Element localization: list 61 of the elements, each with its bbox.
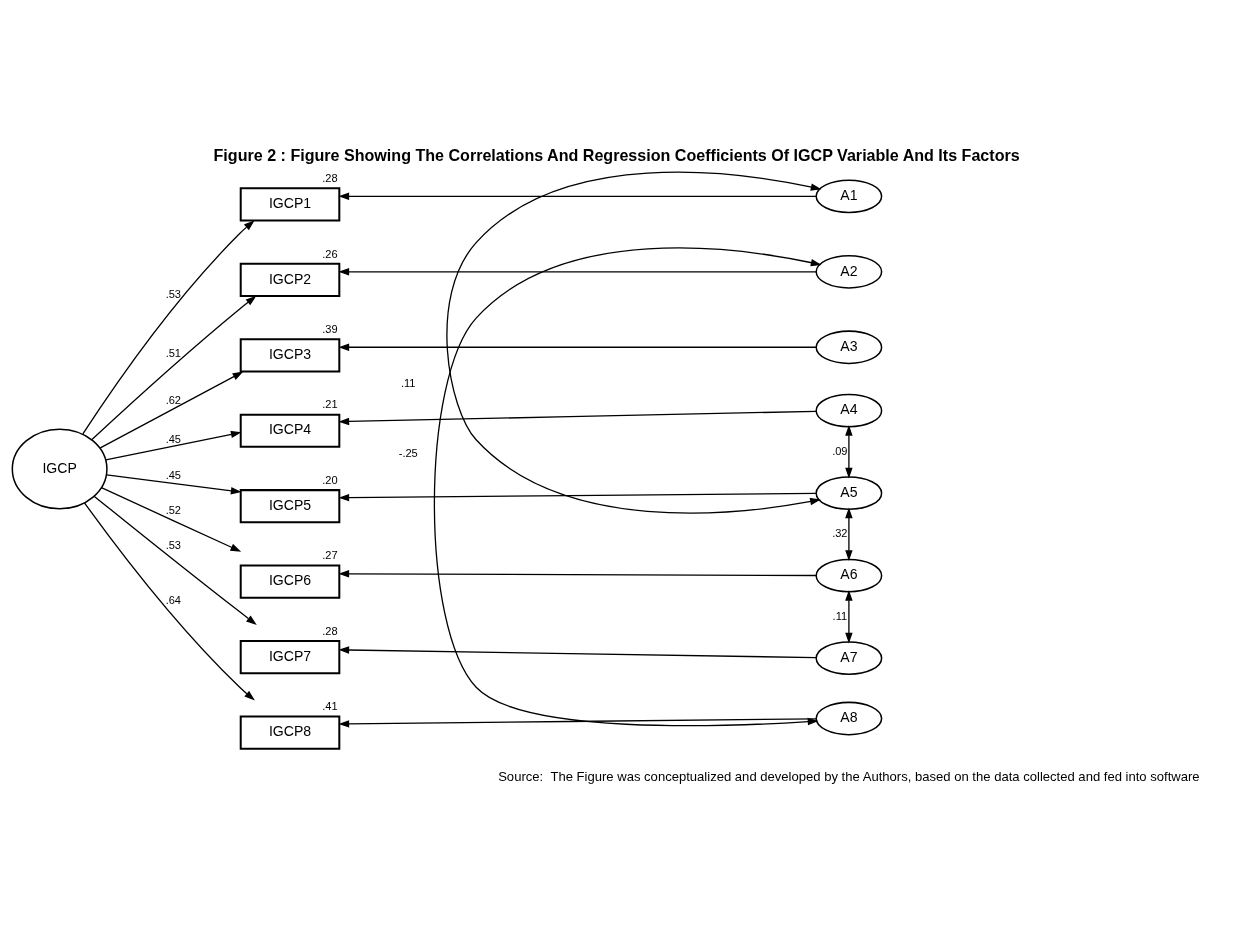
diagram-title: Figure 2 : Figure Showing The Correlations And Regression Coefficients Of IGCP Variable And Its Factors [213,145,1020,164]
arrow [100,486,242,552]
node-box: IGCP4 [239,413,341,448]
caption: Source: The Figure was conceptualized and developed by the Authors, based on the data collected and fed into software [498,768,1200,784]
node-ellipse: A4 [815,393,883,427]
edge-label: .45 [165,468,181,481]
edge-label: .11 [832,609,848,622]
node-box: IGCP6 [239,564,341,599]
edge-label: .32 [832,526,848,539]
edge-label: .52 [165,503,181,516]
node-ellipse: A5 [815,475,883,510]
node-box: IGCP1 [239,186,341,221]
arrow [105,473,242,494]
node-ellipse: A7 [815,640,883,675]
node-label: .21 [322,397,338,410]
arrow [446,171,822,514]
node-ellipse: A8 [815,701,883,735]
arrow [82,219,255,435]
edge-label: .09 [832,444,848,457]
node-label: .26 [322,247,338,260]
node-box: IGCP7 [239,639,341,674]
arrow [338,717,817,728]
arrow [433,246,822,726]
arrow [105,430,242,460]
node-box: IGCP2 [239,262,341,297]
arrow [99,371,244,449]
arrow [338,267,817,276]
node-label: .39 [322,322,338,335]
arrow [845,507,853,561]
arrow [91,295,257,440]
edge-label: .64 [165,593,181,606]
arrow [83,501,255,701]
arrow [845,424,853,478]
node-box: IGCP8 [239,715,341,750]
edge-label: -.25 [398,446,418,459]
node-label: .28 [322,171,338,184]
node-ellipse: A6 [815,558,883,593]
edge-label: .51 [165,346,181,359]
node-ellipse: A1 [815,178,883,213]
node-box: IGCP3 [239,337,341,372]
arrow [338,645,817,658]
arrow [338,492,817,501]
node-label: .20 [322,473,338,486]
edge-label: .62 [165,393,181,406]
arrow [338,569,817,578]
edge-label: .45 [165,432,181,445]
arrow [845,589,853,643]
node-label: .28 [322,624,338,637]
edge-label: .53 [165,538,181,551]
node-label: .27 [322,548,338,561]
arrow [338,343,817,351]
arrow [338,410,817,425]
edge-label: .53 [165,287,181,300]
arrow [93,495,257,625]
edge-label: .11 [400,376,416,389]
node-ellipse: IGCP [11,428,108,509]
node-ellipse: A3 [815,329,883,364]
node-label: .41 [322,699,338,712]
arrow [338,192,817,200]
node-box: IGCP5 [239,488,341,523]
node-ellipse: A2 [815,254,883,289]
